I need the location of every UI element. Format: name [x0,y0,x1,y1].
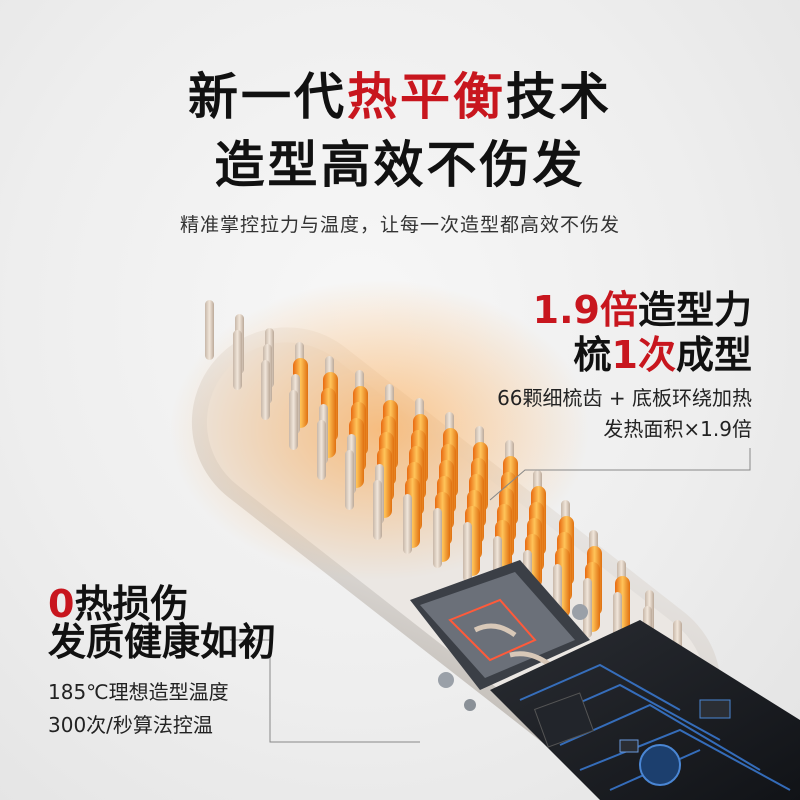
callout-lines [230,448,751,743]
bristle [373,480,382,540]
left-callout-suffix: 热损伤 [74,582,189,626]
bristle [463,522,472,582]
bristle [317,420,326,480]
right-callout-detail-2: 发热面积×1.9倍 [603,417,752,441]
right-callout-suffix-1: 造型力 [637,288,752,332]
right-callout-highlight-2: 1次 [611,333,676,377]
headline-prefix: 新一代 [188,68,347,126]
bristle [261,360,270,420]
right-callout-highlight-1: 1.9倍 [532,288,638,332]
bristle [289,390,298,450]
bristle [205,300,214,360]
left-callout-title-2: 发质健康如初 [48,620,277,664]
bristle [233,330,242,390]
bristle [403,494,412,554]
heating-plate [410,560,590,711]
left-callout-title-1: 0热损伤 [48,585,188,623]
right-callout-suffix-2: 成型 [675,333,752,377]
bristle [433,508,442,568]
right-callout-prefix-2: 梳 [573,333,612,377]
left-callout-detail-1: 185℃理想造型温度 [48,680,229,704]
circuit-board [490,620,800,800]
headline-highlight: 热平衡 [347,68,506,126]
right-callout-title-1: 1.9倍造型力 [533,291,752,329]
bristle [345,450,354,510]
left-callout-detail-2: 300次/秒算法控温 [48,713,213,737]
bristle [583,578,592,638]
left-callout-highlight: 0 [48,582,75,626]
subheadline: 精准掌控拉力与温度，让每一次造型都高效不伤发 [179,214,620,236]
headline-suffix: 技术 [506,68,612,126]
right-callout-title-2: 梳1次成型 [574,336,752,374]
right-callout-detail-1: 66颗细梳齿 + 底板环绕加热 [497,386,752,410]
headline-line-2: 造型高效不伤发 [214,136,586,194]
headline-line-1: 新一代热平衡技术 [0,72,800,122]
